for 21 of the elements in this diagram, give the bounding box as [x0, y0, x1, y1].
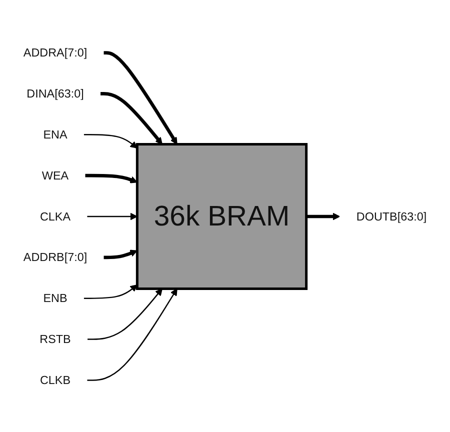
arrow [306, 212, 340, 220]
node-text: WEA [42, 168, 69, 182]
arrow [100, 92, 162, 144]
arrow [87, 288, 178, 380]
arrow [84, 284, 138, 298]
node-text: CLKB [40, 372, 71, 386]
node-box: 36k BRAM [136, 142, 308, 290]
node-text: ADDRA[7:0] [23, 45, 88, 59]
node-text: RSTB [40, 332, 71, 346]
arrow [88, 288, 162, 340]
node-text: DINA[63:0] [26, 86, 84, 100]
arrow [85, 173, 138, 183]
arrow [104, 249, 138, 259]
node-text: CLKA [40, 208, 71, 222]
node-text: ADDRB[7:0] [23, 250, 88, 264]
arrow [87, 212, 138, 220]
node-text: ENA [43, 127, 68, 140]
node-text: ENB [43, 290, 68, 304]
node-text: DOUTB[63:0] [356, 208, 427, 222]
arrow [84, 134, 138, 148]
arrow [104, 50, 178, 144]
